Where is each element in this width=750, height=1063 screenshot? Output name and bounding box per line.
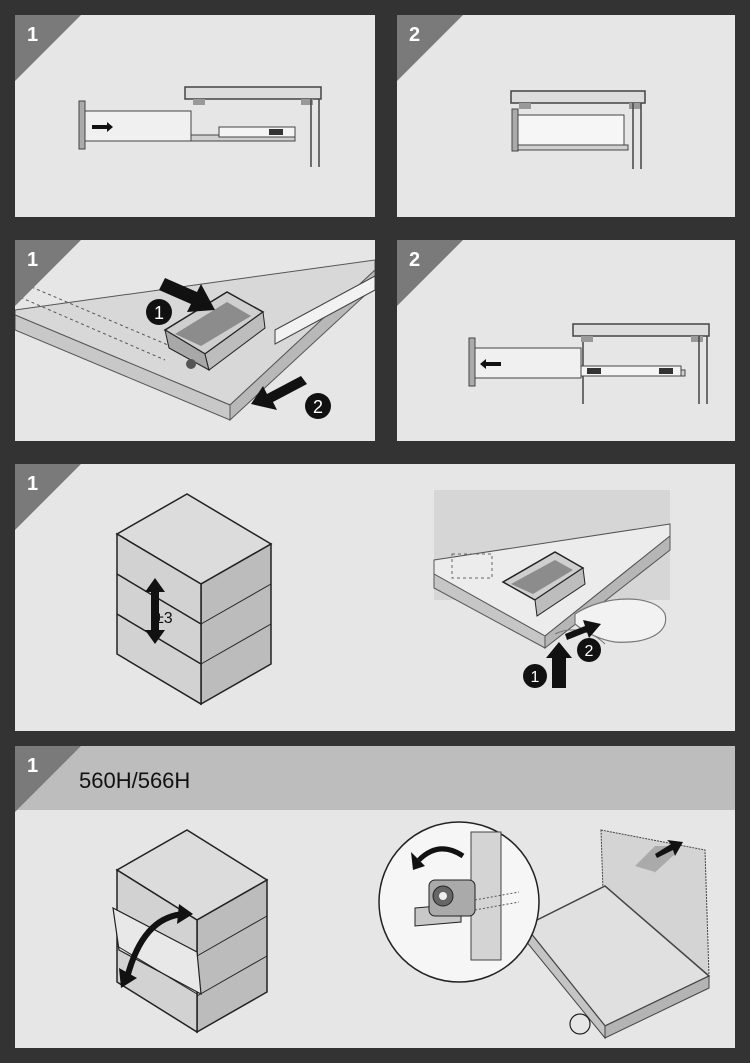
step-badge: 2 xyxy=(397,240,463,306)
drawer-push-in-illustration xyxy=(78,86,322,167)
step-number: 1 xyxy=(27,24,39,46)
height-adjustment-illustration: 1 2 xyxy=(115,490,671,706)
panel-row3: 1 2 ±3 1 xyxy=(15,464,735,731)
tilt-adjustment-illustration xyxy=(112,821,711,1040)
step-badge: 1 xyxy=(15,746,81,812)
callout-circle xyxy=(577,638,601,662)
curved-arrow-icon xyxy=(124,911,186,979)
step-number: 1 xyxy=(27,473,39,495)
up-down-arrow-icon xyxy=(145,578,165,644)
panel-row2-left: 1 2 1 xyxy=(15,240,375,441)
tolerance-label: ±3 xyxy=(155,610,173,627)
drawer-closed-illustration xyxy=(510,90,646,169)
panel-row2-right: 2 xyxy=(397,240,735,441)
step-badge: 2 xyxy=(397,15,463,81)
rotate-icon xyxy=(417,846,465,862)
callout-1: 1 xyxy=(531,669,540,686)
panel-row1-left: 1 xyxy=(15,15,375,217)
step-number: 1 xyxy=(27,249,39,271)
callout-circle xyxy=(146,299,172,325)
callout-circle xyxy=(523,664,547,688)
step-badge: 1 xyxy=(15,464,81,530)
step-number: 1 xyxy=(27,755,39,777)
section-title: 560H/566H xyxy=(79,768,191,793)
arrow-tilt-icon xyxy=(655,840,683,858)
section-header: 560H/566H xyxy=(15,746,735,810)
callout-2: 2 xyxy=(313,397,323,417)
step-number: 2 xyxy=(409,24,421,46)
step-badge: 1 xyxy=(15,240,81,306)
step-number: 2 xyxy=(409,249,421,271)
step-badge: 1 xyxy=(15,15,81,81)
callout-1: 1 xyxy=(154,303,164,323)
arrow-right-icon xyxy=(92,122,113,132)
callout-circle xyxy=(305,393,331,419)
arrow-press-icon xyxy=(159,278,215,312)
arrow-push-icon xyxy=(565,620,601,640)
panel-row4: 560H/566H 1 xyxy=(15,746,735,1048)
drawer-pull-out-illustration xyxy=(468,323,710,404)
clip-detach-illustration: 1 2 xyxy=(15,259,375,422)
panel-row1-right: 2 xyxy=(397,15,735,217)
arrow-left-icon xyxy=(480,359,501,369)
callout-2: 2 xyxy=(585,643,594,660)
arrow-pull-icon xyxy=(251,376,307,410)
arrow-up-icon xyxy=(546,642,572,688)
